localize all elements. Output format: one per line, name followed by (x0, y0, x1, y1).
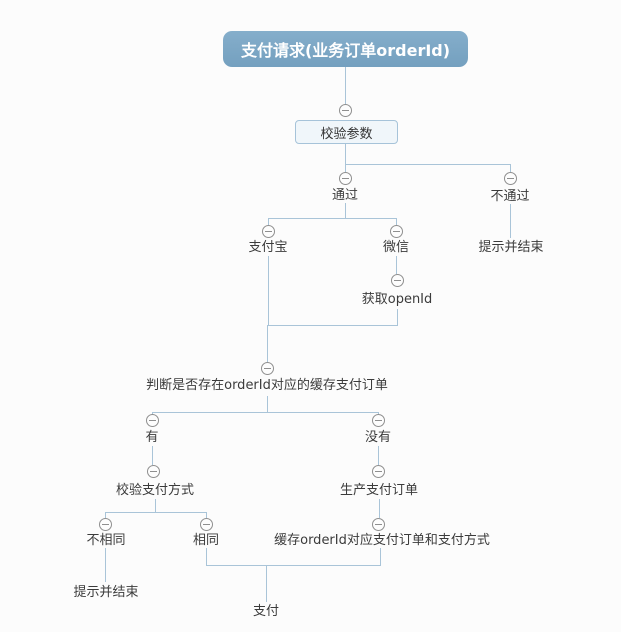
connector-line (396, 218, 397, 225)
connector-line (105, 512, 207, 513)
node-same[interactable]: 相同 (192, 533, 220, 548)
collapse-minus-icon[interactable] (200, 518, 213, 531)
node-not-exists[interactable]: 没有 (364, 430, 392, 445)
connector-line (206, 548, 207, 565)
node-pay[interactable]: 支付 (252, 604, 280, 619)
connector-line (378, 412, 379, 415)
connector-line (206, 512, 207, 518)
collapse-minus-icon[interactable] (339, 172, 352, 185)
node-alipay[interactable]: 支付宝 (248, 240, 288, 255)
collapse-minus-icon[interactable] (339, 104, 352, 117)
node-exists[interactable]: 有 (145, 430, 159, 445)
collapse-minus-icon[interactable] (261, 362, 274, 375)
connector-line (378, 446, 379, 465)
connector-line (206, 565, 381, 566)
connector-line (268, 218, 397, 219)
node-verify-pay-method[interactable]: 校验支付方式 (115, 483, 195, 498)
node-cache-order[interactable]: 缓存orderId对应支付订单和支付方式 (274, 533, 490, 548)
connector-line (152, 412, 153, 415)
connector-line (510, 164, 511, 172)
collapse-minus-icon[interactable] (372, 414, 385, 427)
node-payment-request[interactable]: 支付请求(业务订单orderId) (223, 31, 468, 67)
connector-line (266, 565, 267, 602)
connector-line (267, 325, 398, 326)
connector-line (268, 256, 269, 325)
node-fail-prompt-end[interactable]: 提示并结束 (478, 240, 544, 255)
connector-line (155, 499, 156, 512)
node-get-openid[interactable]: 获取openId (361, 292, 433, 307)
collapse-minus-icon[interactable] (146, 414, 159, 427)
node-validate-params[interactable]: 校验参数 (295, 120, 398, 144)
connector-line (396, 256, 397, 274)
node-wechat[interactable]: 微信 (382, 240, 410, 255)
node-not-same[interactable]: 不相同 (86, 533, 126, 548)
collapse-minus-icon[interactable] (372, 465, 385, 478)
collapse-minus-icon[interactable] (504, 172, 517, 185)
connector-line (105, 512, 106, 518)
collapse-minus-icon[interactable] (391, 274, 404, 287)
connector-line (152, 412, 379, 413)
connector-line (105, 548, 106, 582)
collapse-minus-icon[interactable] (372, 518, 385, 531)
connector-line (268, 218, 269, 225)
node-pass[interactable]: 通过 (331, 188, 359, 203)
connector-line (267, 325, 268, 362)
connector-line (345, 164, 346, 172)
connector-line (345, 164, 511, 165)
connector-line (380, 548, 381, 565)
connector-line (510, 204, 511, 238)
node-create-pay-order[interactable]: 生产支付订单 (339, 483, 419, 498)
node-notsame-prompt-end[interactable]: 提示并结束 (73, 585, 139, 600)
node-fail[interactable]: 不通过 (490, 189, 530, 204)
connector-line (397, 309, 398, 325)
connector-line (345, 65, 346, 104)
collapse-minus-icon[interactable] (390, 225, 403, 238)
collapse-minus-icon[interactable] (262, 225, 275, 238)
collapse-minus-icon[interactable] (147, 465, 160, 478)
connector-line (152, 446, 153, 465)
connector-line (345, 203, 346, 218)
collapse-minus-icon[interactable] (99, 518, 112, 531)
connector-line (379, 499, 380, 518)
connector-line (267, 396, 268, 412)
node-check-cached-order[interactable]: 判断是否存在orderId对应的缓存支付订单 (146, 378, 388, 393)
connector-line (345, 144, 346, 164)
